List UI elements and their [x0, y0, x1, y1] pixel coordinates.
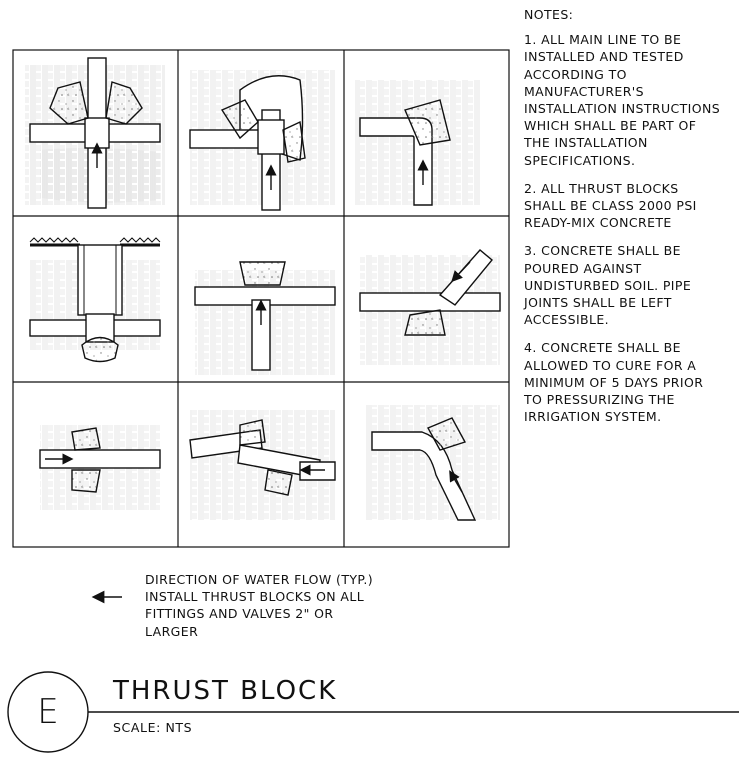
notes-block: NOTES: 1. ALL MAIN LINE TO BE INSTALLED …	[524, 6, 736, 436]
note-3: 3. CONCRETE SHALL BE POURED AGAINST UNDI…	[524, 243, 692, 328]
tee-with-top-block-detail	[194, 261, 336, 375]
reducer-detail	[39, 425, 161, 510]
flow-legend-text: DIRECTION OF WATER FLOW (TYP.) INSTALL T…	[145, 572, 374, 639]
valve-detail	[29, 237, 161, 363]
note-1: 1. ALL MAIN LINE TO BE INSTALLED AND TES…	[524, 32, 721, 168]
tee-with-overhead-block-detail	[189, 70, 335, 211]
detail-title: THRUST BLOCK	[113, 676, 338, 706]
elbow-fitting-detail	[355, 80, 480, 206]
offset-fitting-detail	[189, 410, 336, 520]
scale-note: SCALE: NTS	[113, 720, 192, 735]
detail-grid	[12, 49, 510, 548]
wye-fitting-detail	[359, 249, 501, 365]
scale-label: SCALE:	[113, 720, 161, 735]
scale-value: NTS	[165, 720, 193, 735]
notes-heading: NOTES:	[524, 7, 574, 22]
cross-fitting-detail	[25, 57, 165, 209]
note-2: 2. ALL THRUST BLOCKS SHALL BE CLASS 2000…	[524, 180, 697, 231]
detail-letter: E	[37, 692, 59, 732]
note-4: 4. CONCRETE SHALL BE ALLOWED TO CURE FOR…	[524, 340, 704, 425]
bend-fitting-detail	[365, 405, 500, 521]
